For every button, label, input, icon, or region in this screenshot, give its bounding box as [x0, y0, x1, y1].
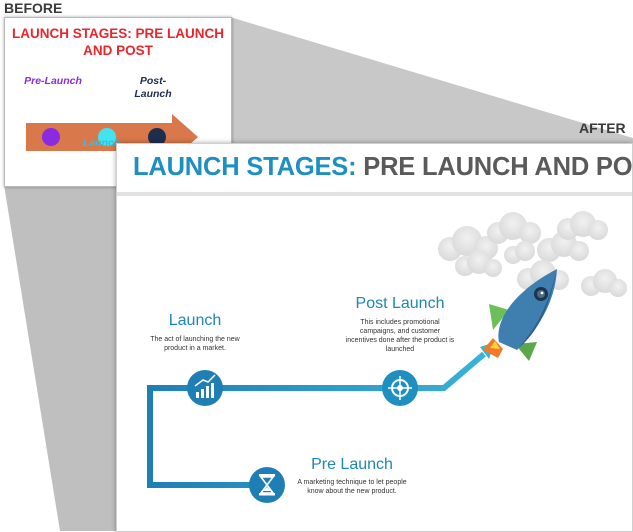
hourglass-icon [249, 467, 285, 503]
before-label: BEFORE [4, 0, 63, 16]
stage-pre-launch-desc: A marketing technique to let people know… [297, 479, 407, 495]
stage-post-launch-desc: This includes promotional campaigns, and… [345, 319, 455, 353]
post-launch-dot [148, 128, 166, 146]
before-stage-post-launch: Post-Launch [134, 75, 172, 100]
growth-chart-icon [187, 370, 223, 406]
before-stage-pre-launch: Pre-Launch [24, 75, 82, 87]
after-slide: LAUNCH STAGES: PRE LAUNCH AND POST [116, 143, 633, 532]
after-label: AFTER [579, 120, 626, 136]
title-highlight: LAUNCH STAGES: [133, 153, 357, 181]
clouds [438, 211, 627, 297]
target-icon [382, 370, 418, 406]
rocket-icon [483, 269, 557, 361]
pre-launch-dot [42, 128, 60, 146]
before-slide-title: LAUNCH STAGES: PRE LAUNCH AND POST [12, 26, 224, 58]
title-divider [117, 192, 632, 196]
before-stage-launch: Launch [83, 137, 121, 149]
after-slide-title: LAUNCH STAGES: PRE LAUNCH AND POST [133, 153, 633, 182]
stage-pre-launch-title: Pre Launch [311, 456, 393, 473]
title-rest: PRE LAUNCH AND POST [363, 153, 633, 181]
stage-launch-title: Launch [168, 312, 222, 329]
timeline-graphic [147, 211, 627, 503]
stage-post-launch-title: Post Launch [355, 295, 445, 312]
stage-launch-desc: The act of launching the new product in … [150, 336, 240, 352]
launch-dot [98, 128, 116, 146]
